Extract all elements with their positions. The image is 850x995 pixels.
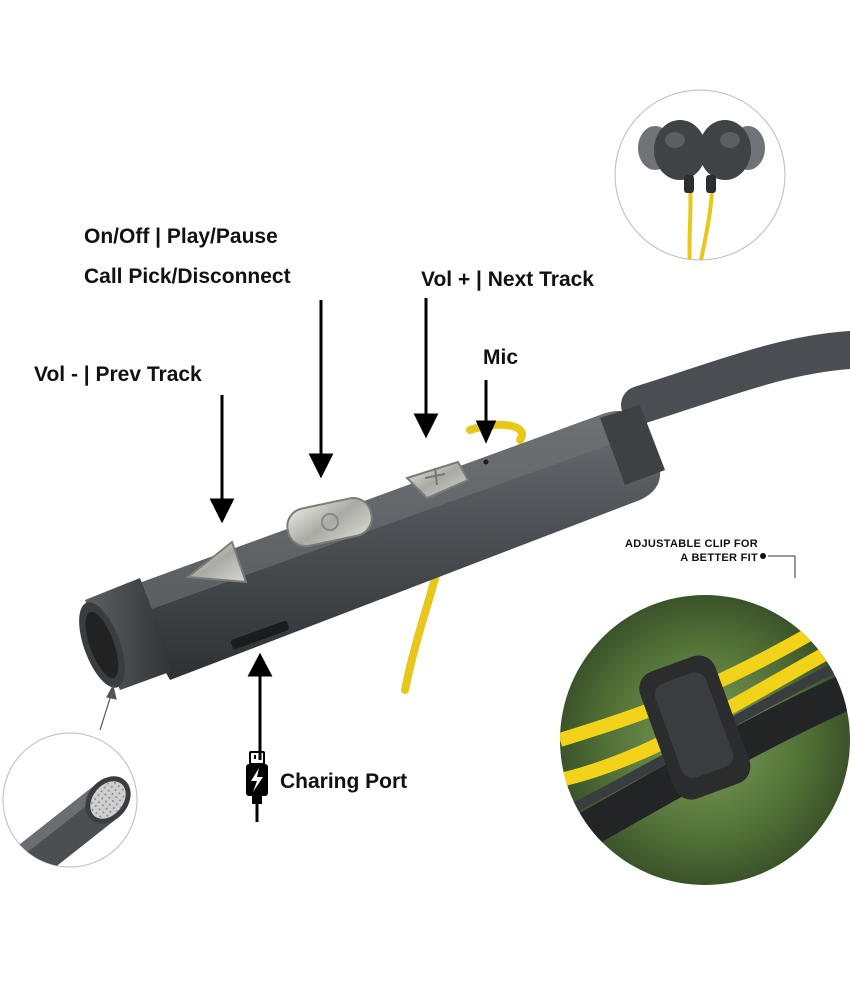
arrow-mic — [475, 380, 497, 444]
earbuds-inset — [614, 89, 786, 261]
label-vol-next: Vol + | Next Track — [421, 268, 594, 291]
arrow-vol-prev — [209, 395, 235, 524]
label-adjustable-clip: ADJUSTABLE CLIP FOR A BETTER FIT — [590, 537, 758, 565]
arrow-charging — [247, 652, 273, 760]
clip-label-line2: A BETTER FIT — [680, 552, 758, 564]
label-power-play: On/Off | Play/Pause — [84, 225, 278, 248]
tip-zoom-inset — [2, 732, 138, 868]
next-button — [405, 460, 470, 500]
play-button — [286, 497, 373, 548]
clip-leader — [768, 555, 796, 578]
usb-icon — [246, 751, 268, 822]
prev-button — [185, 540, 248, 584]
label-call: Call Pick/Disconnect — [84, 265, 291, 288]
arrow-tip-zoom — [99, 684, 117, 731]
arrow-play — [308, 300, 334, 479]
lightning-icon — [251, 768, 263, 792]
arrow-vol-next — [413, 298, 439, 439]
label-vol-prev: Vol - | Prev Track — [34, 363, 202, 386]
clip-label-line1: ADJUSTABLE CLIP FOR — [624, 538, 758, 550]
label-mic: Mic — [483, 346, 519, 369]
clip-photo — [560, 595, 850, 885]
controller-body — [79, 405, 665, 690]
neckband-cable — [621, 331, 850, 424]
label-charging-port: Charing Port — [280, 770, 408, 793]
